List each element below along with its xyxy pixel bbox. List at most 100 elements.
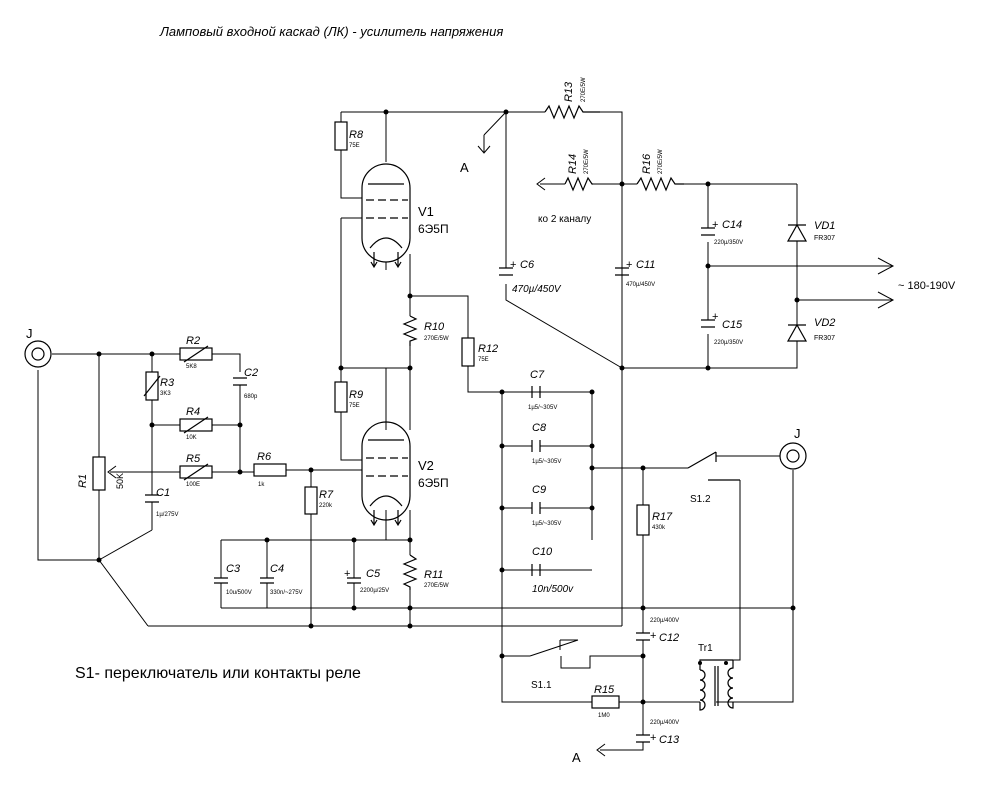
c13-plus: + [650,732,656,744]
r10-ref: R10 [424,321,445,333]
r8-ref: R8 [349,129,364,141]
resistor-r2 [179,347,213,361]
resistor-r10 [402,315,418,346]
r6-ref: R6 [257,451,272,463]
tube-v2-ref: V2 [418,458,434,473]
jack-input-label: J [26,326,33,341]
r3-ref: R3 [160,377,175,389]
c15-plus: + [712,311,718,323]
c1-value: 1µ/275V [156,512,178,518]
resistor-r4-stroke [183,416,209,434]
wiring [37,111,895,757]
vd2-ref: VD2 [814,317,835,329]
r9-ref: R9 [349,389,363,401]
c9-ref: C9 [532,484,546,496]
tube-v1-ref: V1 [418,204,434,219]
c6-plus: + [510,259,516,271]
c3-value: 10u/500V [226,590,252,596]
capacitor-c2 [233,377,247,386]
r13-value: 270E/5W [581,77,587,102]
c2-ref: C2 [244,367,258,379]
c9-value: 1µ5/~305V [532,521,561,527]
c10-value: 10n/500v [532,584,574,595]
resistor-r16 [636,176,684,192]
r10-value: 270E/5W [424,336,449,342]
r13-ref: R13 [563,81,575,102]
c10-ref: C10 [532,546,553,558]
resistor-r1 [92,456,106,491]
r1-value: 50K [115,473,125,489]
tube-v1-type: 6Э5П [418,222,449,236]
resistor-r3-stroke [143,375,161,397]
resistor-r11 [402,554,418,590]
r17-ref: R17 [652,511,673,523]
c11-value: 470µ/450V [626,282,655,288]
jack-output [779,442,807,470]
tube-v1 [361,163,411,269]
resistor-r15 [591,695,620,709]
schematic-title: Ламповый входной каскад (ЛК) - усилитель… [159,24,503,39]
c3-ref: C3 [226,563,241,575]
capacitor-c11 [615,267,629,276]
resistor-r7 [304,486,318,515]
capacitor-c15 [701,319,715,328]
capacitor-c4 [260,577,274,584]
resistor-r5 [179,465,213,479]
r7-ref: R7 [319,489,334,501]
c12-ref: C12 [659,632,679,644]
r7-value: 220k [319,503,333,509]
r5-ref: R5 [186,453,201,465]
resistor-r9 [334,381,348,413]
r6-value: 1k [258,482,265,488]
c5-plus: + [344,568,350,580]
capacitor-c3 [214,577,228,584]
c11-plus: + [626,259,632,271]
diode-vd1 [786,223,808,242]
resistor-r8 [334,121,348,151]
c1-ref: C1 [156,487,170,499]
r9-value: 75E [349,403,360,409]
c5-value: 2200µ/25V [360,588,389,594]
capacitor-c6 [499,267,513,276]
resistor-r17 [636,504,650,536]
switch-note: S1- переключатель или контакты реле [75,665,361,682]
c8-ref: C8 [532,422,547,434]
r4-value: 10K [186,435,197,441]
r15-ref: R15 [594,684,615,696]
r5-value: 100E [186,482,200,488]
capacitor-c7 [531,386,541,398]
c7-value: 1µ5/~305V [528,405,557,411]
transformer-tr1 [698,659,734,711]
r12-ref: R12 [478,343,498,355]
c7-ref: C7 [530,369,545,381]
c11-ref: C11 [636,259,655,271]
s1-2-label: S1.2 [690,494,711,505]
junction-dots [96,109,800,705]
r4-ref: R4 [186,406,200,418]
c5-ref: C5 [366,568,381,580]
c13-value: 220µ/400V [650,720,679,726]
jack-output-label: J [794,426,801,441]
r11-ref: R11 [424,569,443,581]
diode-vd2 [786,323,808,342]
r11-value: 270E/5W [424,583,449,589]
jack-input [24,340,52,368]
r3-value: 3K3 [160,391,171,397]
c12-plus: + [650,630,656,642]
r17-value: 430k [652,525,666,531]
r12-value: 75E [478,357,489,363]
r1-ref: R1 [77,474,89,488]
r2-value: 5K8 [186,364,197,370]
supply-voltage-label: ~ 180-190V [898,280,956,292]
capacitor-c1 [145,494,159,503]
vd2-type: FR307 [814,335,835,342]
c2-value: 680p [244,394,258,400]
resistor-r12 [461,337,475,367]
r15-value: 1M0 [598,713,610,719]
channel2-label: ко 2 каналу [538,214,591,225]
vd1-ref: VD1 [814,220,835,232]
tr1-label: Tr1 [698,643,713,654]
capacitor-c8 [531,440,541,452]
c15-value: 220µ/350V [714,340,743,346]
resistor-r4 [179,418,213,432]
